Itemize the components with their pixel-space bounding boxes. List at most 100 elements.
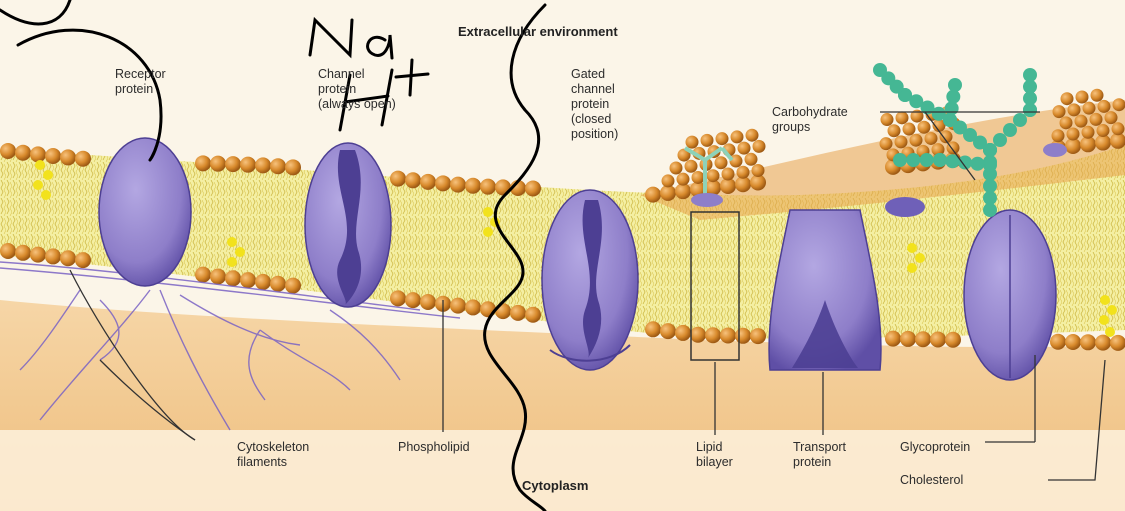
phospholipid-head [420,294,436,310]
phospholipid-head [210,156,226,172]
phospholipid-head [731,130,744,143]
phospholipid-label: Phospholipid [398,440,470,455]
phospholipid-head [737,166,750,179]
peripheral-protein-small [691,193,723,207]
carbohydrate-unit [893,153,907,167]
phospholipid-head [945,332,961,348]
phospholipid-head [753,140,766,153]
phospholipid-head [240,157,256,173]
phospholipid-head [1091,89,1104,102]
cholesterol-ring [907,263,917,273]
phospholipid-head [880,137,893,150]
transport-protein-label: Transport protein [793,440,846,470]
phospholipid-head [720,328,736,344]
phospholipid-head [1068,103,1081,116]
phospholipid-head [915,331,931,347]
phospholipid-head [270,276,286,292]
phospholipid-head [210,268,226,284]
phospholipid-head [1053,105,1066,118]
phospholipid-head [195,267,211,283]
phospholipid-head [225,270,241,286]
phospholipid-head [1083,102,1096,115]
phospholipid-head [1060,116,1073,129]
carbohydrate-unit [983,143,997,157]
phospholipid-head [60,250,76,266]
phospholipid-head [405,172,421,188]
phospholipid-head [685,160,698,173]
cholesterol-ring [483,207,493,217]
phospholipid-head [195,155,211,171]
phospholipid-head [255,157,271,173]
phospholipid-head [1105,111,1118,124]
gated-channel-protein [542,190,638,370]
phospholipid-head [390,290,406,306]
phospholipid-head [1052,129,1065,142]
cholesterol-ring [227,257,237,267]
carbohydrate-unit [971,157,985,171]
phospholipid-head [1061,92,1074,105]
cholesterol-ring [1099,315,1109,325]
receptor-protein [99,138,191,286]
phospholipid-head [692,171,705,184]
phospholipid-head [686,136,699,149]
phospholipid-head [1098,100,1111,113]
carbohydrate-unit [920,153,934,167]
cholesterol-ring [35,160,45,170]
phospholipid-head [405,292,421,308]
phospholipid-head [677,173,690,186]
phospholipid-head [1065,334,1081,350]
receptor-protein-label: Receptor protein [115,67,166,97]
phospholipid-head [675,325,691,341]
phospholipid-head [75,151,91,167]
phospholipid-head [75,252,91,268]
phospholipid-head [888,124,901,137]
carbohydrate-unit [933,153,947,167]
phospholipid-head [735,328,751,344]
phospholipid-head [270,158,286,174]
peripheral-protein-top [1043,143,1067,157]
phospholipid-head [1067,128,1080,141]
glycoprotein-label: Glycoprotein [900,440,970,455]
phospholipid-head [900,331,916,347]
phospholipid-head [1082,126,1095,139]
cholesterol-ring [235,247,245,257]
carbohydrate-unit [993,133,1007,147]
phospholipid-head [480,301,496,317]
phospholipid-head [1095,335,1111,351]
phospholipid-head [903,123,916,136]
phospholipid-head [285,159,301,175]
carbohydrate-unit [1023,68,1037,82]
phospholipid-head [0,143,16,159]
phospholipid-head [645,321,661,337]
peripheral-protein [885,197,925,217]
carbohydrate-unit [1013,113,1027,127]
phospholipid-head [15,145,31,161]
phospholipid-head [480,179,496,195]
phospholipid-head [225,156,241,172]
cholesterol-ring [43,170,53,180]
cholesterol-ring [483,227,493,237]
phospholipid-head [1076,90,1089,103]
carbohydrate-unit [1003,123,1017,137]
cholesterol-ring [41,190,51,200]
phospholipid-head [925,132,938,145]
carbohydrate-unit [983,179,997,193]
phospholipid-head [715,156,728,169]
phospholipid-head [1090,113,1103,126]
phospholipid-head [690,327,706,343]
phospholipid-head [896,111,909,124]
phospholipid-head [645,187,661,203]
cholesterol-ring [1107,305,1117,315]
ink-plus-vert [410,60,412,95]
phospholipid-head [1097,124,1110,137]
phospholipid-head [701,134,714,147]
phospholipid-head [746,129,759,142]
phospholipid-head [707,169,720,182]
phospholipid-head [660,323,676,339]
phospholipid-head [285,278,301,294]
phospholipid-head [738,142,751,155]
phospholipid-head [910,134,923,147]
phospholipid-head [752,164,765,177]
